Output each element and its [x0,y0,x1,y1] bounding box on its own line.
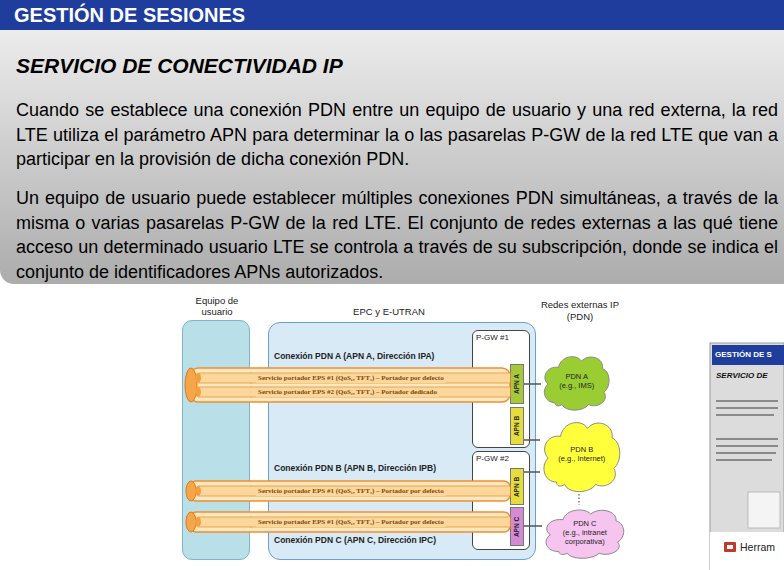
bearer-label: Servicio portador EPS #1 (QoS₁, TFT₁) – … [256,487,446,496]
connection-label: Conexión PDN B (APN B, Dirección IPB) [274,463,436,474]
slide-title: GESTIÓN DE SESIONES [14,3,245,27]
title-bar: GESTIÓN DE SESIONES [0,0,784,30]
apn-tab: APN C [510,507,524,546]
cloud-label: (e.g., IMS) [559,381,594,390]
pdn-connection-tube [190,368,510,402]
slide-subtitle: SERVICIO DE CONECTIVIDAD IP [16,53,776,79]
overlay-text-line [716,407,778,409]
cloud-label: PDN C [573,519,596,528]
cloud-text: PDN A(e.g., IMS) [552,350,601,412]
box-heading: EPC y E-UTRAN [309,306,469,318]
apn-label: APN B [513,476,521,496]
bearer-stub [198,517,252,528]
tube-cap [186,512,196,532]
cloud-outline [546,510,624,558]
bearer-outline [250,387,510,398]
connector [524,526,542,527]
tool-icon [727,545,733,549]
toolbar-label: Herram [740,541,775,554]
pdn-connection-tube [190,481,510,501]
cloud-text: PDN B(e.g., Internet) [553,414,610,494]
gateway-label: P-GW #1 [476,333,509,343]
apn-label: APN A [513,374,521,394]
overlay-text-line [716,438,778,440]
dotted-separator [578,494,579,505]
network-cloud: PDN C(e.g., intranet corporativa) [542,504,626,560]
overlay-title: GESTIÓN DE S [715,350,772,360]
overlay-header [712,345,784,365]
apn-tab: APN B [510,468,524,505]
bearer-stub [198,518,252,527]
overlay-thumbnail [748,492,780,528]
bearer-stub [198,374,252,383]
bearer-cap [195,387,201,397]
connector-line [524,471,540,473]
bearer-cap [195,486,201,496]
bearer-outline [250,373,510,384]
overlay-text-line [716,400,778,402]
bearer-stub [198,487,252,496]
connection-label: Conexión PDN A (APN A, Dirección IPA) [274,351,434,362]
overlay-text-line [716,459,772,461]
cloud-text: PDN C(e.g., intranet corporativa) [555,504,614,560]
column-heading: Redes externas IP (PDN) [530,299,630,323]
connector [524,440,540,441]
bearer-stub [198,388,252,397]
bearer-fill [250,388,510,397]
cloud-outline [544,423,620,492]
bearer-outline [250,486,510,497]
overlay-text-line [716,452,776,454]
tool-icon [724,542,736,552]
overlay-subtitle: SERVICIO DE [716,371,768,381]
bearer-stub [198,387,252,398]
pdn-connection-tube [190,512,510,532]
network-cloud: PDN B(e.g., Internet) [540,414,622,494]
connector-line [524,439,540,441]
tube-cap [186,481,196,501]
cloud-label: (e.g., intranet corporativa) [555,528,614,546]
bearer-fill [250,518,510,527]
bearer-label: Servicio portador EPS #1 (QoS₁, TFT₁) – … [256,518,446,527]
network-cloud: PDN A(e.g., IMS) [541,350,611,412]
bearer-stub [198,486,252,497]
overlay-bottom-bar [710,532,784,570]
bearer-fill [250,487,510,496]
bearer-label: Servicio portador EPS #2 (QoS₂, TFT₂) – … [256,388,439,397]
connection-label: Conexión PDN C (APN C, Dirección IPC) [274,535,436,546]
overlay-window [710,343,784,570]
bearer-fill [250,374,510,383]
gateway-label: P-GW #2 [476,454,509,464]
bearer-cap [195,517,201,527]
apn-label: APN B [513,416,521,436]
cloud-outline [544,357,609,411]
tube-cap [185,368,197,402]
apn-label: APN C [513,516,521,536]
apn-tab: APN A [510,364,524,404]
bearer-outline [250,517,510,528]
apn-tab: APN B [510,407,524,445]
bearer-label: Servicio portador EPS #1 (QoS₁, TFT₁) – … [256,374,446,383]
connector-line [524,383,541,385]
box-heading: Equipo de usuario [187,295,247,317]
bearer-stub [198,373,252,384]
connector [524,384,541,385]
connector [524,472,540,473]
cloud-label: PDN A [565,372,588,381]
cloud-label: PDN B [570,445,593,454]
connector-line [524,525,542,527]
overlay-text-line [716,445,778,447]
overlay-text-line [716,414,774,416]
body-paragraph: Cuando se establece una conexión PDN ent… [16,98,778,172]
body-paragraph: Un equipo de usuario puede establecer mú… [16,186,778,284]
cloud-label: (e.g., Internet) [558,454,605,463]
bearer-cap [195,373,201,383]
